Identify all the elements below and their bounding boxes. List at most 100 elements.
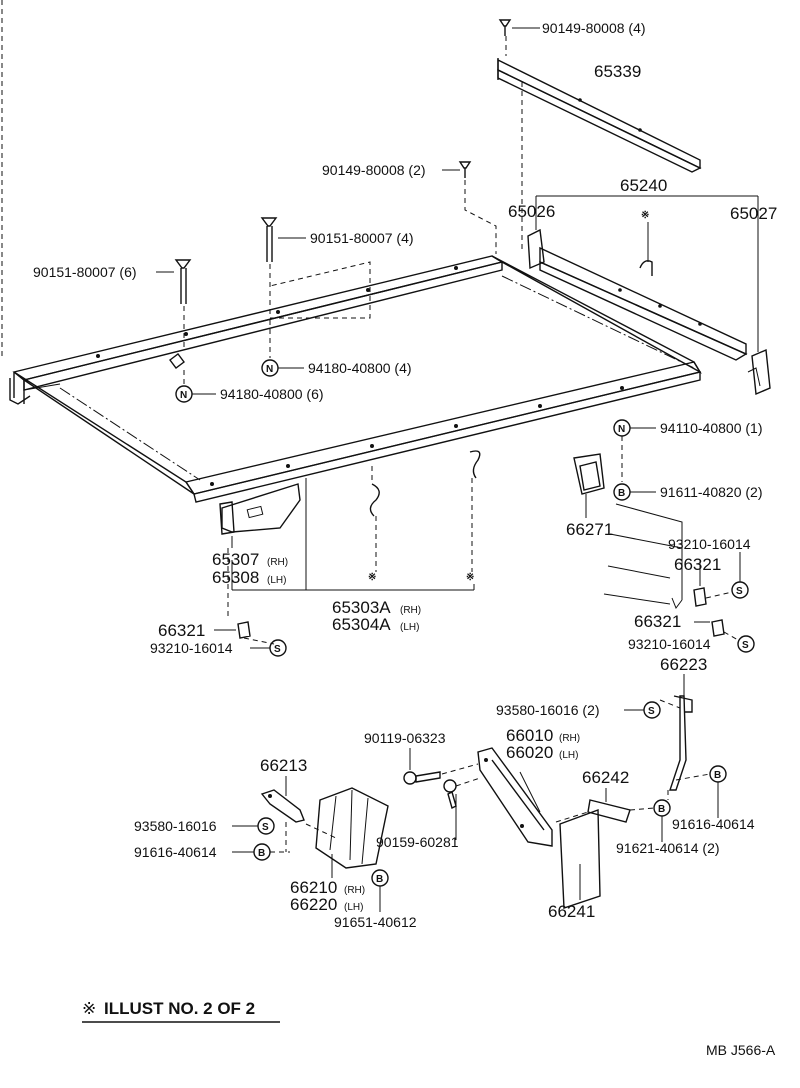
bolt-90149-mid bbox=[442, 161, 497, 254]
label-66010-side: (RH) bbox=[559, 733, 580, 744]
label-90151-a: 90151-80007 (4) bbox=[310, 230, 414, 246]
part-65307-bracket bbox=[219, 478, 474, 591]
label-66010: 66010 bbox=[506, 726, 553, 745]
bracket-66271-inner bbox=[579, 461, 601, 491]
part-65303A-clips bbox=[369, 450, 481, 590]
stay-66223-top bbox=[673, 695, 693, 713]
bolt-90119 bbox=[403, 748, 479, 785]
label-90149-top: 90149-80008 (4) bbox=[542, 20, 646, 36]
flap-66241 bbox=[559, 809, 601, 909]
label-66321-b: 66321 bbox=[634, 612, 681, 631]
crossmember-65240-flange bbox=[539, 260, 748, 361]
left-end-diagonal bbox=[23, 383, 61, 391]
mudguard-rib-1 bbox=[329, 795, 337, 851]
right-cross-member bbox=[491, 255, 702, 374]
label-91616-b: 91616-40614 bbox=[134, 844, 217, 860]
part-66010-bracket bbox=[477, 747, 553, 847]
clip-65240 bbox=[639, 260, 653, 276]
left-cross-member bbox=[13, 371, 195, 495]
label-66220: 66220 bbox=[290, 895, 337, 914]
part-66241-flap bbox=[559, 809, 601, 909]
label-93210-a: 93210-16014 bbox=[668, 536, 751, 552]
bracket-66010-rib bbox=[491, 759, 545, 831]
bracket-65027-tab bbox=[747, 367, 761, 387]
front-end-bracket bbox=[9, 378, 31, 405]
main-frame-assembly bbox=[9, 255, 702, 503]
label-66242: 66242 bbox=[582, 768, 629, 787]
label-66321-a: 66321 bbox=[674, 555, 721, 574]
label-65307-side: (RH) bbox=[267, 557, 288, 568]
part-66213-bracket bbox=[232, 776, 305, 861]
label-65308-side: (LH) bbox=[267, 575, 286, 586]
label-65027: 65027 bbox=[730, 204, 777, 223]
label-65026: 65026 bbox=[508, 202, 555, 221]
bolt-90151-b bbox=[156, 259, 192, 350]
washer-symbol-c: S bbox=[274, 644, 281, 655]
nut-plate bbox=[169, 353, 185, 369]
cushion-66321-left bbox=[214, 548, 287, 657]
rail-65339-flange bbox=[497, 68, 702, 173]
part-66242-plate bbox=[555, 788, 671, 842]
clip-65303A-2 bbox=[469, 450, 481, 479]
bracket-66271 bbox=[573, 453, 605, 495]
label-65303A: 65303A bbox=[332, 598, 391, 617]
label-91621: 91621-40614 (2) bbox=[616, 840, 720, 856]
label-66213: 66213 bbox=[260, 756, 307, 775]
bolt-symbol-c: B bbox=[658, 804, 665, 815]
mudguard-rib-3 bbox=[361, 797, 369, 865]
label-66223: 66223 bbox=[660, 655, 707, 674]
panel-corner bbox=[671, 597, 683, 610]
label-66210-side: (RH) bbox=[344, 885, 365, 896]
label-93580-b: 93580-16016 bbox=[134, 818, 217, 834]
rear-side-rail-flange bbox=[193, 371, 701, 503]
rail-holes bbox=[96, 266, 624, 486]
bolt-symbol-d: B bbox=[258, 848, 265, 859]
part-65339-rail bbox=[497, 58, 702, 250]
cushion-66321-right-b bbox=[694, 619, 755, 653]
label-90119: 90119-06323 bbox=[364, 730, 446, 746]
label-66271: 66271 bbox=[566, 520, 613, 539]
bed-panel-fragment bbox=[603, 503, 683, 610]
label-66020-side: (LH) bbox=[559, 750, 578, 761]
panel-line-2 bbox=[607, 565, 671, 579]
label-65304A-side: (LH) bbox=[400, 622, 419, 633]
bracket-65027 bbox=[751, 348, 771, 396]
label-66241: 66241 bbox=[548, 902, 595, 921]
label-66220-side: (LH) bbox=[344, 902, 363, 913]
washer-symbol-d: S bbox=[648, 706, 655, 717]
nut-94180-b bbox=[169, 353, 216, 403]
part-66223-stay bbox=[624, 674, 727, 818]
ref-mark-65303a-1: ※ bbox=[368, 572, 376, 583]
bolt-90151-a bbox=[260, 217, 371, 319]
label-90151-b: 90151-80007 (6) bbox=[33, 264, 137, 280]
washer-symbol-e: S bbox=[262, 822, 269, 833]
mudguard-rib-2 bbox=[349, 789, 353, 861]
panel-line-3 bbox=[603, 593, 671, 605]
nut-94180-a bbox=[261, 320, 304, 377]
stay-66223 bbox=[669, 695, 687, 791]
label-91611: 91611-40820 (2) bbox=[660, 484, 762, 500]
label-66210: 66210 bbox=[290, 878, 337, 897]
cushion-66321-right-a bbox=[693, 552, 749, 607]
label-65303A-side: (RH) bbox=[400, 605, 421, 616]
label-91651: 91651-40612 bbox=[334, 914, 417, 930]
bracket-65307-flange bbox=[219, 501, 235, 535]
washer-symbol-a: S bbox=[736, 586, 743, 597]
label-65304A: 65304A bbox=[332, 615, 391, 634]
label-93580-a: 93580-16016 (2) bbox=[496, 702, 600, 718]
bracket-65026 bbox=[527, 228, 545, 270]
illust-mark: ※ bbox=[82, 999, 96, 1018]
label-66020: 66020 bbox=[506, 743, 553, 762]
label-94180-a: 94180-40800 (4) bbox=[308, 360, 412, 376]
nut-symbol-a: N bbox=[266, 364, 273, 375]
label-91616-a: 91616-40614 bbox=[672, 816, 755, 832]
mudguard-66210 bbox=[315, 787, 389, 869]
nut-symbol-c: N bbox=[618, 424, 625, 435]
label-65307: 65307 bbox=[212, 550, 259, 569]
ref-mark-65240: ※ bbox=[641, 210, 649, 221]
label-90159: 90159-60281 bbox=[376, 834, 459, 850]
part-labels: 90149-80008 (4) 65339 90149-80008 (2) 65… bbox=[33, 20, 777, 930]
frame-centerline-right bbox=[501, 275, 695, 369]
